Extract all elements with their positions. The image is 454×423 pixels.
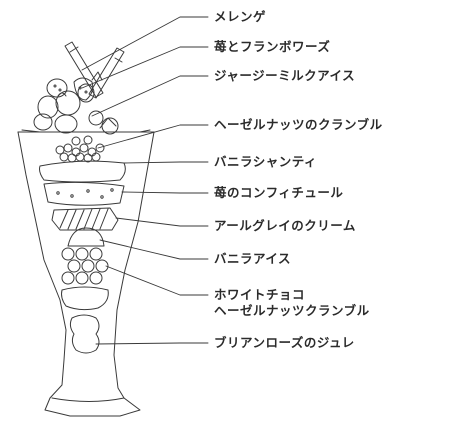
label-rose-jelly: ブリアンローズのジュレ <box>214 335 355 350</box>
label-jersey-milk-ice: ジャージーミルクアイス <box>214 68 355 83</box>
label-meringue: メレンゲ <box>214 9 266 24</box>
label-earl-grey-cream: アールグレイのクリーム <box>214 218 356 233</box>
label-strawberry-confiture: 苺のコンフィチュール <box>214 185 343 200</box>
label-vanilla-ice: バニラアイス <box>214 251 291 266</box>
label-hazelnut-crumble: ヘーゼルナッツのクランブル <box>214 117 383 132</box>
label-hazelnut-crumble-2: ヘーゼルナッツクランブル <box>214 303 370 318</box>
label-strawberry-framboise: 苺とフランボワーズ <box>214 39 330 54</box>
label-white-chocolate: ホワイトチョコ <box>214 287 305 302</box>
label-vanilla-chantilly: バニラシャンティ <box>214 154 317 169</box>
